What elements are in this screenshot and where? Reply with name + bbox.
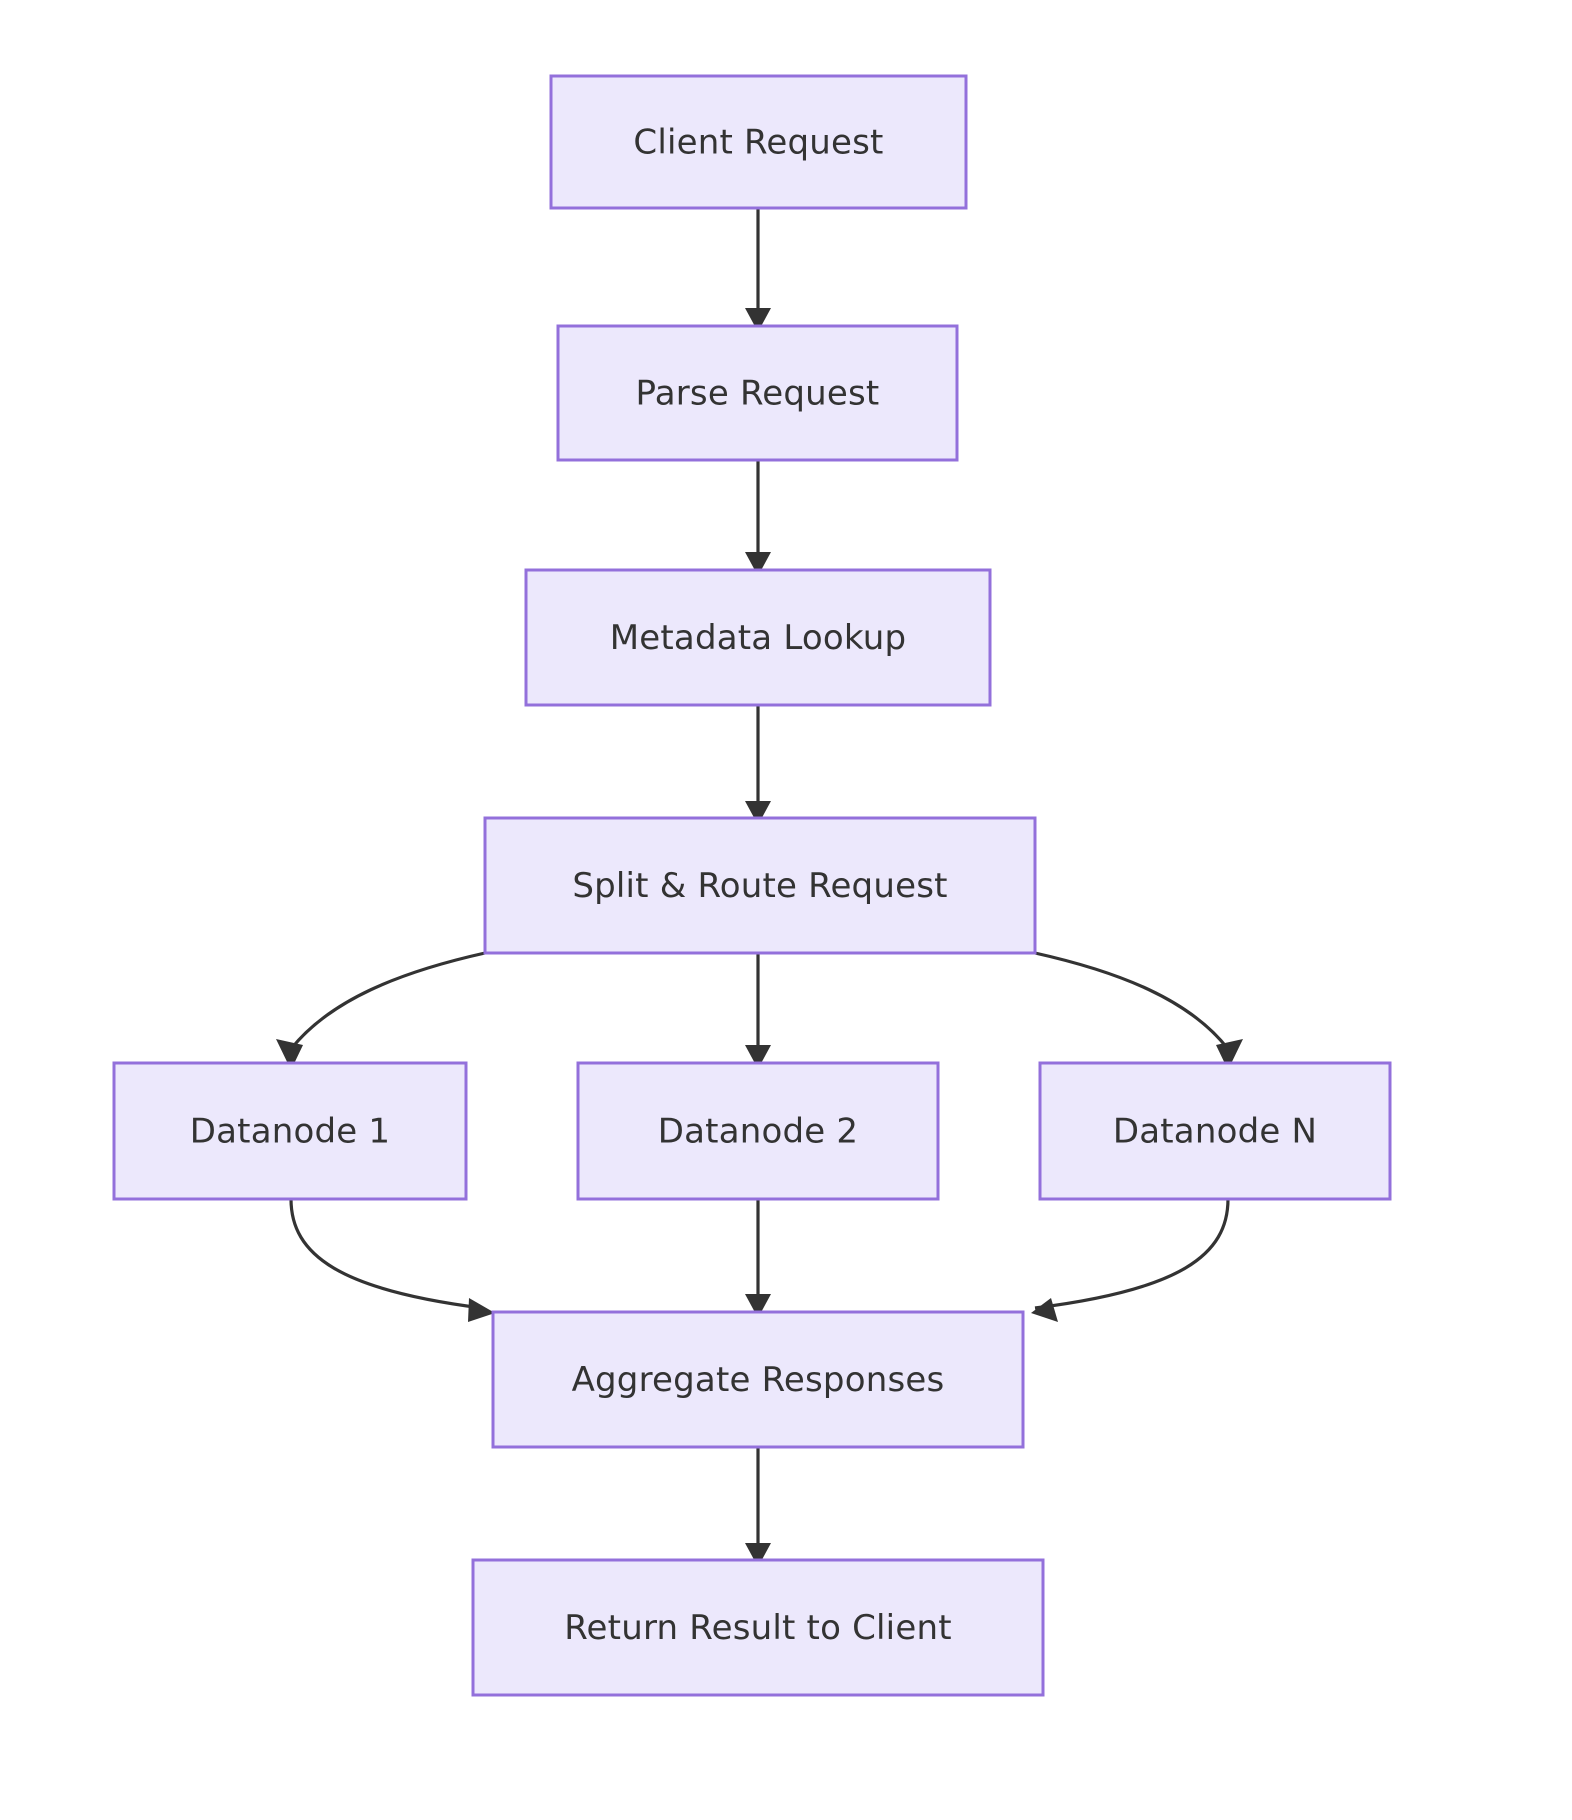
arrow-head-icon-e7 bbox=[468, 1298, 495, 1322]
arrow-head-icon-e4 bbox=[276, 1039, 303, 1070]
flow-node-box-datanode_2[interactable] bbox=[576, 1061, 940, 1201]
arrow-head-icon-e3 bbox=[745, 801, 771, 825]
arrow-head-icon-e1 bbox=[745, 308, 771, 332]
flow-edge-split_route-to-datanode_n bbox=[1034, 951, 1230, 1050]
flow-node-parse_request[interactable]: Parse Request bbox=[556, 324, 959, 462]
flow-node-label-datanode_2: Datanode 2 bbox=[658, 1112, 858, 1152]
flow-node-client_request[interactable]: Client Request bbox=[549, 74, 968, 210]
flow-edge-split_route-to-datanode_1 bbox=[289, 951, 486, 1050]
arrow-head-icon-e8 bbox=[745, 1294, 771, 1318]
arrow-head-icon-e10 bbox=[745, 1543, 771, 1567]
flow-node-box-datanode_n[interactable] bbox=[1038, 1061, 1392, 1201]
flow-node-label-split_route: Split & Route Request bbox=[572, 866, 947, 906]
arrowheads-layer bbox=[276, 308, 1243, 1567]
flow-node-box-split_route[interactable] bbox=[483, 816, 1037, 955]
flow-node-box-return_result[interactable] bbox=[471, 1558, 1045, 1697]
flow-node-datanode_n[interactable]: Datanode N bbox=[1038, 1061, 1392, 1201]
flow-node-box-datanode_1[interactable] bbox=[112, 1061, 468, 1201]
flow-edge-datanode_n-to-aggregate bbox=[1034, 1198, 1230, 1310]
flow-node-split_route[interactable]: Split & Route Request bbox=[483, 816, 1037, 955]
flow-node-box-parse_request[interactable] bbox=[556, 324, 959, 462]
flow-node-box-metadata_lookup[interactable] bbox=[524, 568, 992, 707]
flow-node-datanode_1[interactable]: Datanode 1 bbox=[112, 1061, 468, 1201]
edges-layer bbox=[289, 208, 1230, 1546]
flow-node-datanode_2[interactable]: Datanode 2 bbox=[576, 1061, 940, 1201]
arrow-head-icon-e9 bbox=[1031, 1298, 1058, 1322]
flow-node-label-aggregate: Aggregate Responses bbox=[572, 1360, 945, 1400]
arrow-head-icon-e6 bbox=[1216, 1039, 1243, 1070]
flow-node-label-datanode_1: Datanode 1 bbox=[190, 1112, 390, 1152]
flow-node-metadata_lookup[interactable]: Metadata Lookup bbox=[524, 568, 992, 707]
flow-node-box-client_request[interactable] bbox=[549, 74, 968, 210]
flow-node-aggregate[interactable]: Aggregate Responses bbox=[491, 1310, 1025, 1449]
flow-node-label-client_request: Client Request bbox=[633, 123, 883, 163]
flow-node-label-metadata_lookup: Metadata Lookup bbox=[610, 618, 907, 658]
flow-node-label-return_result: Return Result to Client bbox=[564, 1608, 951, 1648]
flow-node-label-datanode_n: Datanode N bbox=[1113, 1112, 1317, 1152]
flow-node-label-parse_request: Parse Request bbox=[636, 374, 880, 414]
arrow-head-icon-e5 bbox=[745, 1045, 771, 1069]
flow-node-box-aggregate[interactable] bbox=[491, 1310, 1025, 1449]
flow-node-return_result[interactable]: Return Result to Client bbox=[471, 1558, 1045, 1697]
flow-edge-datanode_1-to-aggregate bbox=[289, 1198, 483, 1310]
arrow-head-icon-e2 bbox=[745, 552, 771, 576]
